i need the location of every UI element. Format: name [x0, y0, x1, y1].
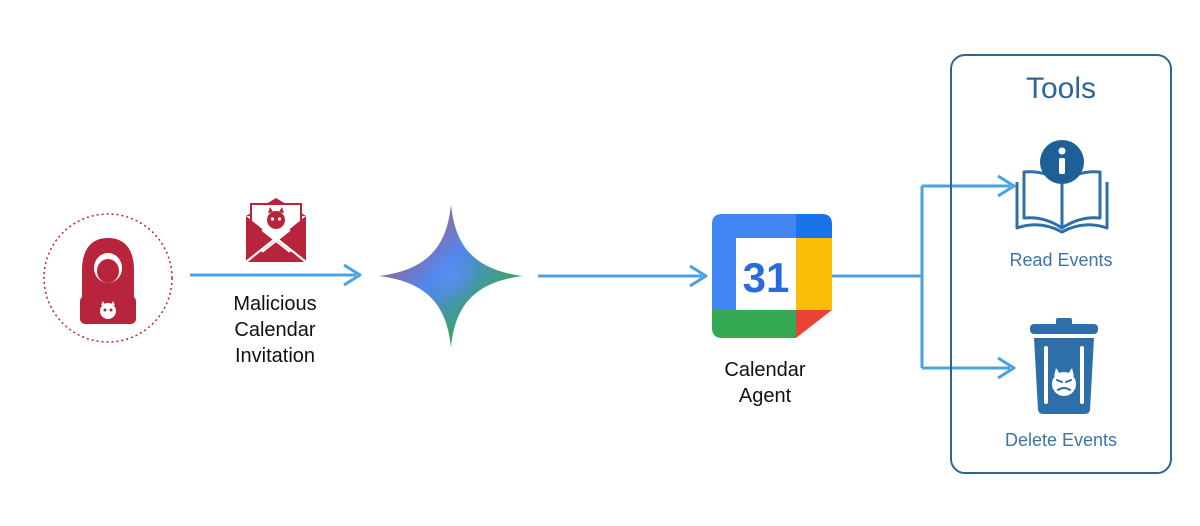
delete-events-label: Delete Events: [1004, 430, 1118, 450]
info-book-icon: [1015, 140, 1109, 234]
gemini-sparkle-icon: [379, 204, 523, 348]
attacker-icon: [43, 213, 173, 343]
arrow-gemini-to-agent: [538, 264, 708, 288]
invitation-line-2: Calendar: [234, 319, 316, 341]
arrow-attacker-to-gemini: [190, 263, 362, 287]
invitation-line-1: Malicious: [233, 293, 317, 315]
malicious-invitation-label: Malicious Calendar Invitation: [210, 291, 340, 369]
tools-panel: [950, 54, 1172, 474]
trash-devil-icon: [1030, 318, 1098, 414]
read-events-label: Read Events: [1009, 250, 1113, 270]
calendar-day-number: 31: [743, 254, 790, 301]
tools-title: Tools: [1025, 72, 1097, 105]
agent-line-2: Agent: [738, 385, 792, 407]
agent-line-1: Calendar: [724, 359, 806, 381]
invitation-line-3: Invitation: [234, 345, 316, 367]
calendar-app-icon: 31: [712, 214, 832, 338]
malicious-envelope-icon: [245, 198, 307, 263]
arrow-agent-to-tools: [832, 174, 1016, 380]
calendar-agent-label: Calendar Agent: [700, 357, 830, 409]
